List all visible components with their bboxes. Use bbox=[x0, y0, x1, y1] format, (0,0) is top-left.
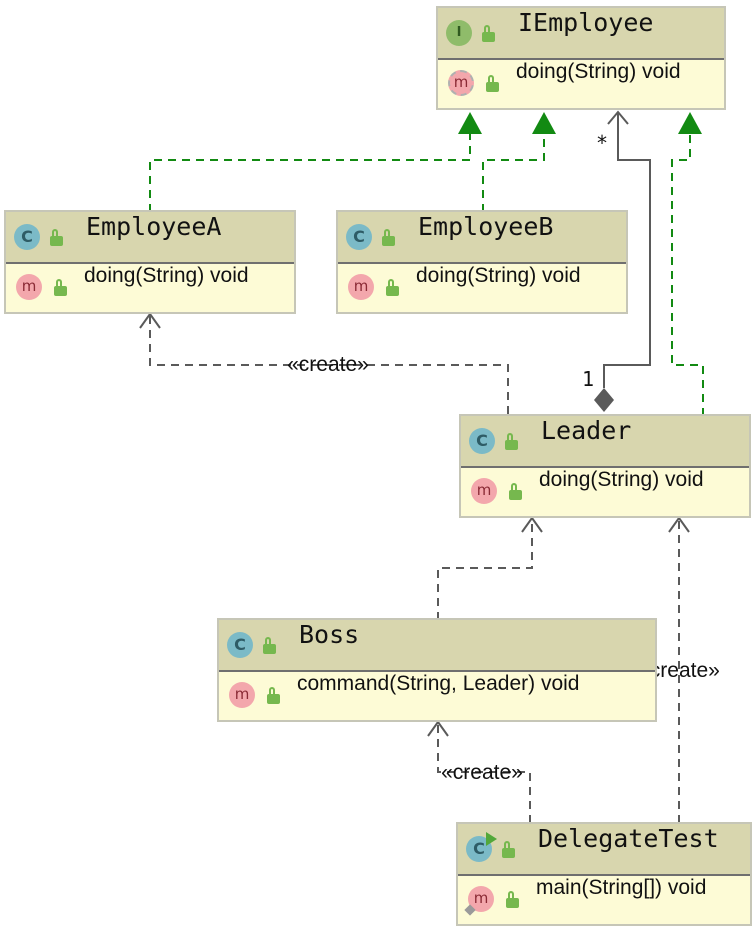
method-signature: main(String[]) void bbox=[536, 876, 707, 899]
public-lock-icon bbox=[267, 687, 280, 704]
class-iemployee[interactable]: I IEmployee m doing(String) void bbox=[436, 6, 726, 110]
method-icon: m bbox=[229, 682, 255, 708]
method-signature: command(String, Leader) void bbox=[297, 672, 580, 695]
public-lock-icon bbox=[54, 279, 67, 296]
class-header: C EmployeeB bbox=[338, 212, 626, 264]
multiplicity-many: * bbox=[596, 131, 608, 155]
public-lock-icon bbox=[482, 25, 495, 42]
method-row[interactable]: m main(String[]) void bbox=[458, 876, 750, 924]
dependency-arrow-employeea bbox=[139, 312, 161, 329]
dependency-arrow-delegatetest-boss bbox=[427, 720, 449, 737]
method-row[interactable]: m command(String, Leader) void bbox=[219, 672, 655, 720]
method-signature: doing(String) void bbox=[416, 264, 581, 287]
method-row[interactable]: m doing(String) void bbox=[438, 60, 724, 108]
composition-leader-iemployee bbox=[603, 112, 651, 388]
realization-employeeb-iemployee bbox=[482, 130, 545, 212]
realization-employeea-iemployee bbox=[149, 130, 471, 212]
class-leader[interactable]: C Leader m doing(String) void bbox=[459, 414, 751, 518]
realization-arrow-leader bbox=[678, 112, 702, 134]
dependency-arrow-delegatetest-leader bbox=[668, 516, 690, 533]
method-row[interactable]: m doing(String) void bbox=[461, 468, 749, 516]
class-name: Leader bbox=[541, 416, 632, 445]
interface-icon: I bbox=[446, 20, 472, 46]
dependency-boss-leader bbox=[437, 520, 533, 620]
public-lock-icon bbox=[486, 75, 499, 92]
class-employeeb[interactable]: C EmployeeB m doing(String) void bbox=[336, 210, 628, 314]
dependency-leader-employeea bbox=[149, 316, 509, 414]
public-lock-icon bbox=[382, 229, 395, 246]
realization-arrow-employeea bbox=[458, 112, 482, 134]
class-delegatetest[interactable]: C DelegateTest m main(String[]) void bbox=[456, 822, 752, 926]
public-lock-icon bbox=[50, 229, 63, 246]
class-header: C Boss bbox=[219, 620, 655, 672]
class-name: IEmployee bbox=[518, 8, 654, 37]
composition-arrowhead bbox=[607, 110, 629, 125]
realization-leader-iemployee bbox=[671, 130, 704, 416]
method-icon: m bbox=[471, 478, 497, 504]
class-name: Boss bbox=[299, 620, 360, 649]
create-label-delegatetest-boss: «create» bbox=[441, 761, 523, 784]
public-lock-icon bbox=[386, 279, 399, 296]
class-icon: C bbox=[346, 224, 372, 250]
public-lock-icon bbox=[502, 841, 515, 858]
class-header: I IEmployee bbox=[438, 8, 724, 60]
method-icon: m bbox=[348, 274, 374, 300]
class-name: EmployeeB bbox=[418, 212, 554, 241]
public-lock-icon bbox=[505, 433, 518, 450]
dependency-arrow-boss-leader bbox=[521, 516, 543, 533]
abstract-method-icon: m bbox=[448, 70, 474, 96]
class-name: DelegateTest bbox=[538, 824, 719, 853]
class-boss[interactable]: C Boss m command(String, Leader) void bbox=[217, 618, 657, 722]
method-row[interactable]: m doing(String) void bbox=[338, 264, 626, 312]
method-signature: doing(String) void bbox=[516, 60, 681, 83]
method-row[interactable]: m doing(String) void bbox=[6, 264, 294, 312]
class-header: C Leader bbox=[461, 416, 749, 468]
class-header: C DelegateTest bbox=[458, 824, 750, 876]
realization-arrow-employeeb bbox=[532, 112, 556, 134]
composition-diamond bbox=[594, 388, 614, 412]
create-label-leader-employeea: «create» bbox=[287, 353, 369, 376]
class-icon: C bbox=[469, 428, 495, 454]
class-header: C EmployeeA bbox=[6, 212, 294, 264]
class-employeea[interactable]: C EmployeeA m doing(String) void bbox=[4, 210, 296, 314]
class-icon: C bbox=[14, 224, 40, 250]
method-signature: doing(String) void bbox=[539, 468, 704, 491]
class-icon: C bbox=[227, 632, 253, 658]
method-signature: doing(String) void bbox=[84, 264, 249, 287]
create-label-delegatetest-leader: «create» bbox=[638, 659, 720, 682]
public-lock-icon bbox=[506, 891, 519, 908]
multiplicity-one: 1 bbox=[582, 367, 594, 391]
run-triangle-icon bbox=[486, 832, 497, 846]
public-lock-icon bbox=[263, 637, 276, 654]
class-name: EmployeeA bbox=[86, 212, 222, 241]
public-lock-icon bbox=[509, 483, 522, 500]
method-icon: m bbox=[16, 274, 42, 300]
